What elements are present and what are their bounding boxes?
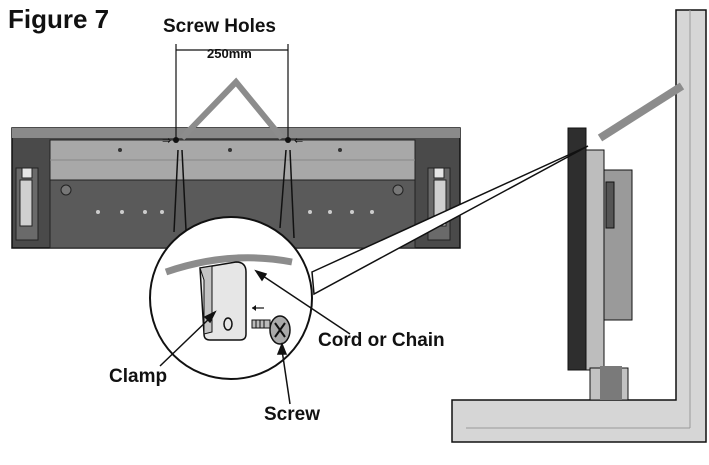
screw-label: Screw — [264, 404, 320, 425]
clamp-label: Clamp — [109, 366, 168, 387]
dimension-lines — [175, 44, 289, 140]
cord — [179, 77, 285, 141]
label-arrows — [159, 269, 351, 405]
cord-side — [597, 82, 685, 142]
callout-lines — [173, 149, 295, 239]
spacing-dimension: 250mm — [207, 46, 252, 61]
screw-icon — [251, 315, 291, 345]
cord-label: Cord or Chain — [318, 330, 445, 351]
side-display — [567, 127, 633, 401]
rear-panel: ⇒ ⇐ — [11, 127, 461, 249]
magnified-view — [149, 216, 313, 380]
wall — [451, 9, 707, 443]
screw-holes-label: Screw Holes — [163, 16, 276, 37]
zoom-leader-side — [311, 145, 589, 296]
figure-title: Figure 7 — [8, 4, 110, 34]
svg-text:⇒: ⇒ — [162, 134, 171, 147]
svg-text:⇐: ⇐ — [294, 134, 303, 147]
